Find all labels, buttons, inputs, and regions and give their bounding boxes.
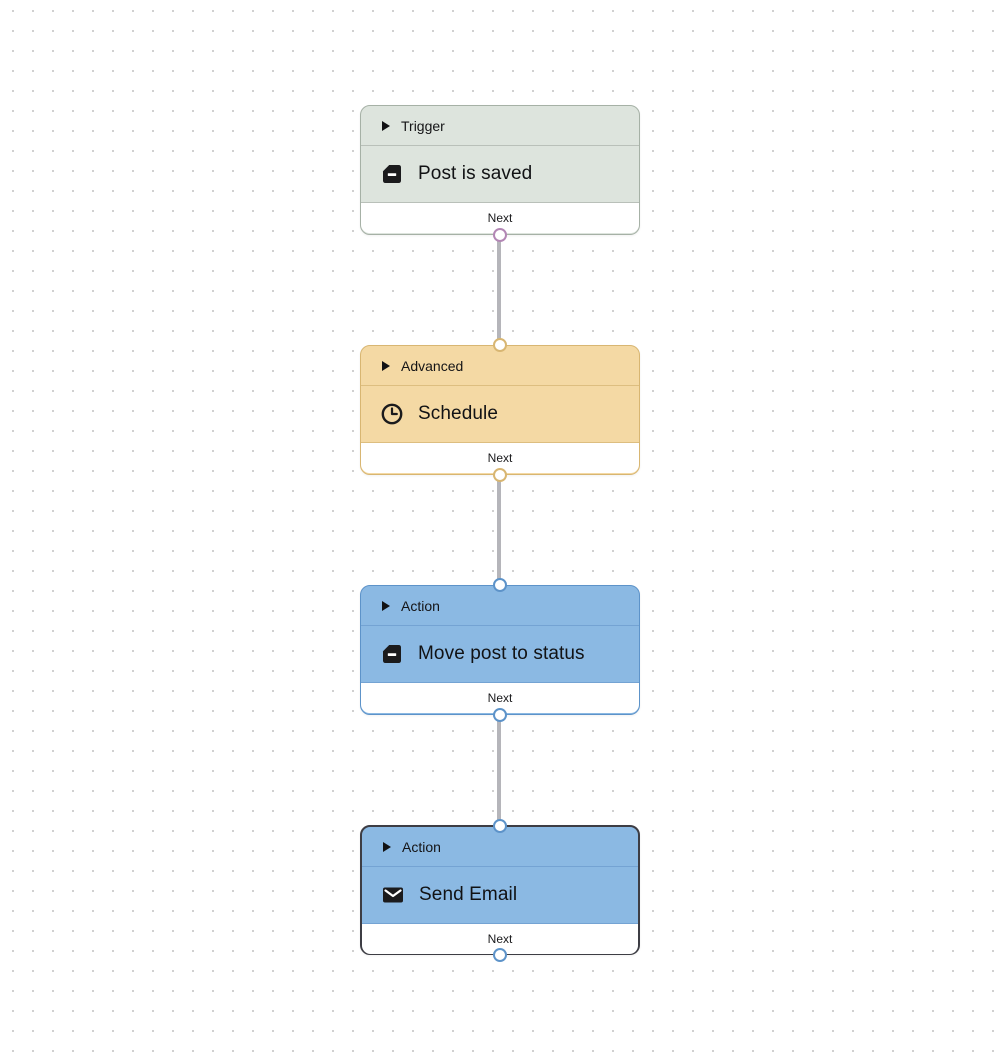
node-category-label: Trigger (401, 117, 445, 134)
input-port[interactable] (493, 818, 507, 833)
edge-connector[interactable] (497, 715, 501, 825)
output-port[interactable] (493, 708, 507, 722)
node-body[interactable]: Send Email (362, 867, 638, 924)
document-icon (383, 644, 401, 663)
node-body[interactable]: Post is saved (361, 146, 639, 203)
node-title: Schedule (418, 402, 499, 424)
node-title: Post is saved (418, 162, 533, 184)
node-category-header[interactable]: Trigger (361, 106, 639, 146)
node-category-label: Action (402, 838, 441, 855)
next-branch-label: Next (487, 931, 513, 946)
node-category-label: Action (401, 597, 440, 614)
node-footer: Next (361, 682, 639, 713)
mail-icon (383, 887, 403, 903)
input-port[interactable] (493, 338, 507, 352)
node-footer: Next (361, 442, 639, 473)
workflow-node-move-post-to-status[interactable]: Action Move post to status Next (360, 578, 640, 722)
node-category-header[interactable]: Action (362, 827, 638, 867)
next-branch-label: Next (487, 210, 513, 225)
collapse-triangle-icon[interactable] (382, 360, 390, 371)
node-title: Send Email (419, 883, 518, 905)
workflow-node-schedule[interactable]: Advanced Schedule Next (360, 338, 640, 482)
collapse-triangle-icon[interactable] (382, 120, 390, 131)
edge-connector[interactable] (497, 235, 501, 345)
node-body[interactable]: Move post to status (361, 626, 639, 683)
node-title: Move post to status (418, 642, 585, 664)
node-body[interactable]: Schedule (361, 386, 639, 443)
output-port[interactable] (493, 228, 507, 242)
next-branch-label: Next (487, 450, 513, 465)
output-port[interactable] (493, 947, 507, 962)
workflow-node-trigger[interactable]: Trigger Post is saved Next (360, 105, 640, 242)
node-category-header[interactable]: Action (361, 586, 639, 626)
edge-connector[interactable] (497, 475, 501, 585)
node-footer: Next (361, 202, 639, 233)
node-category-label: Advanced (401, 357, 464, 374)
clock-icon (381, 403, 403, 425)
collapse-triangle-icon[interactable] (383, 841, 391, 852)
collapse-triangle-icon[interactable] (382, 600, 390, 611)
output-port[interactable] (493, 468, 507, 482)
workflow-node-send-email[interactable]: Action Send Email Next (360, 818, 640, 962)
input-port[interactable] (493, 578, 507, 592)
next-branch-label: Next (487, 690, 513, 705)
node-category-header[interactable]: Advanced (361, 346, 639, 386)
document-icon (383, 164, 401, 183)
